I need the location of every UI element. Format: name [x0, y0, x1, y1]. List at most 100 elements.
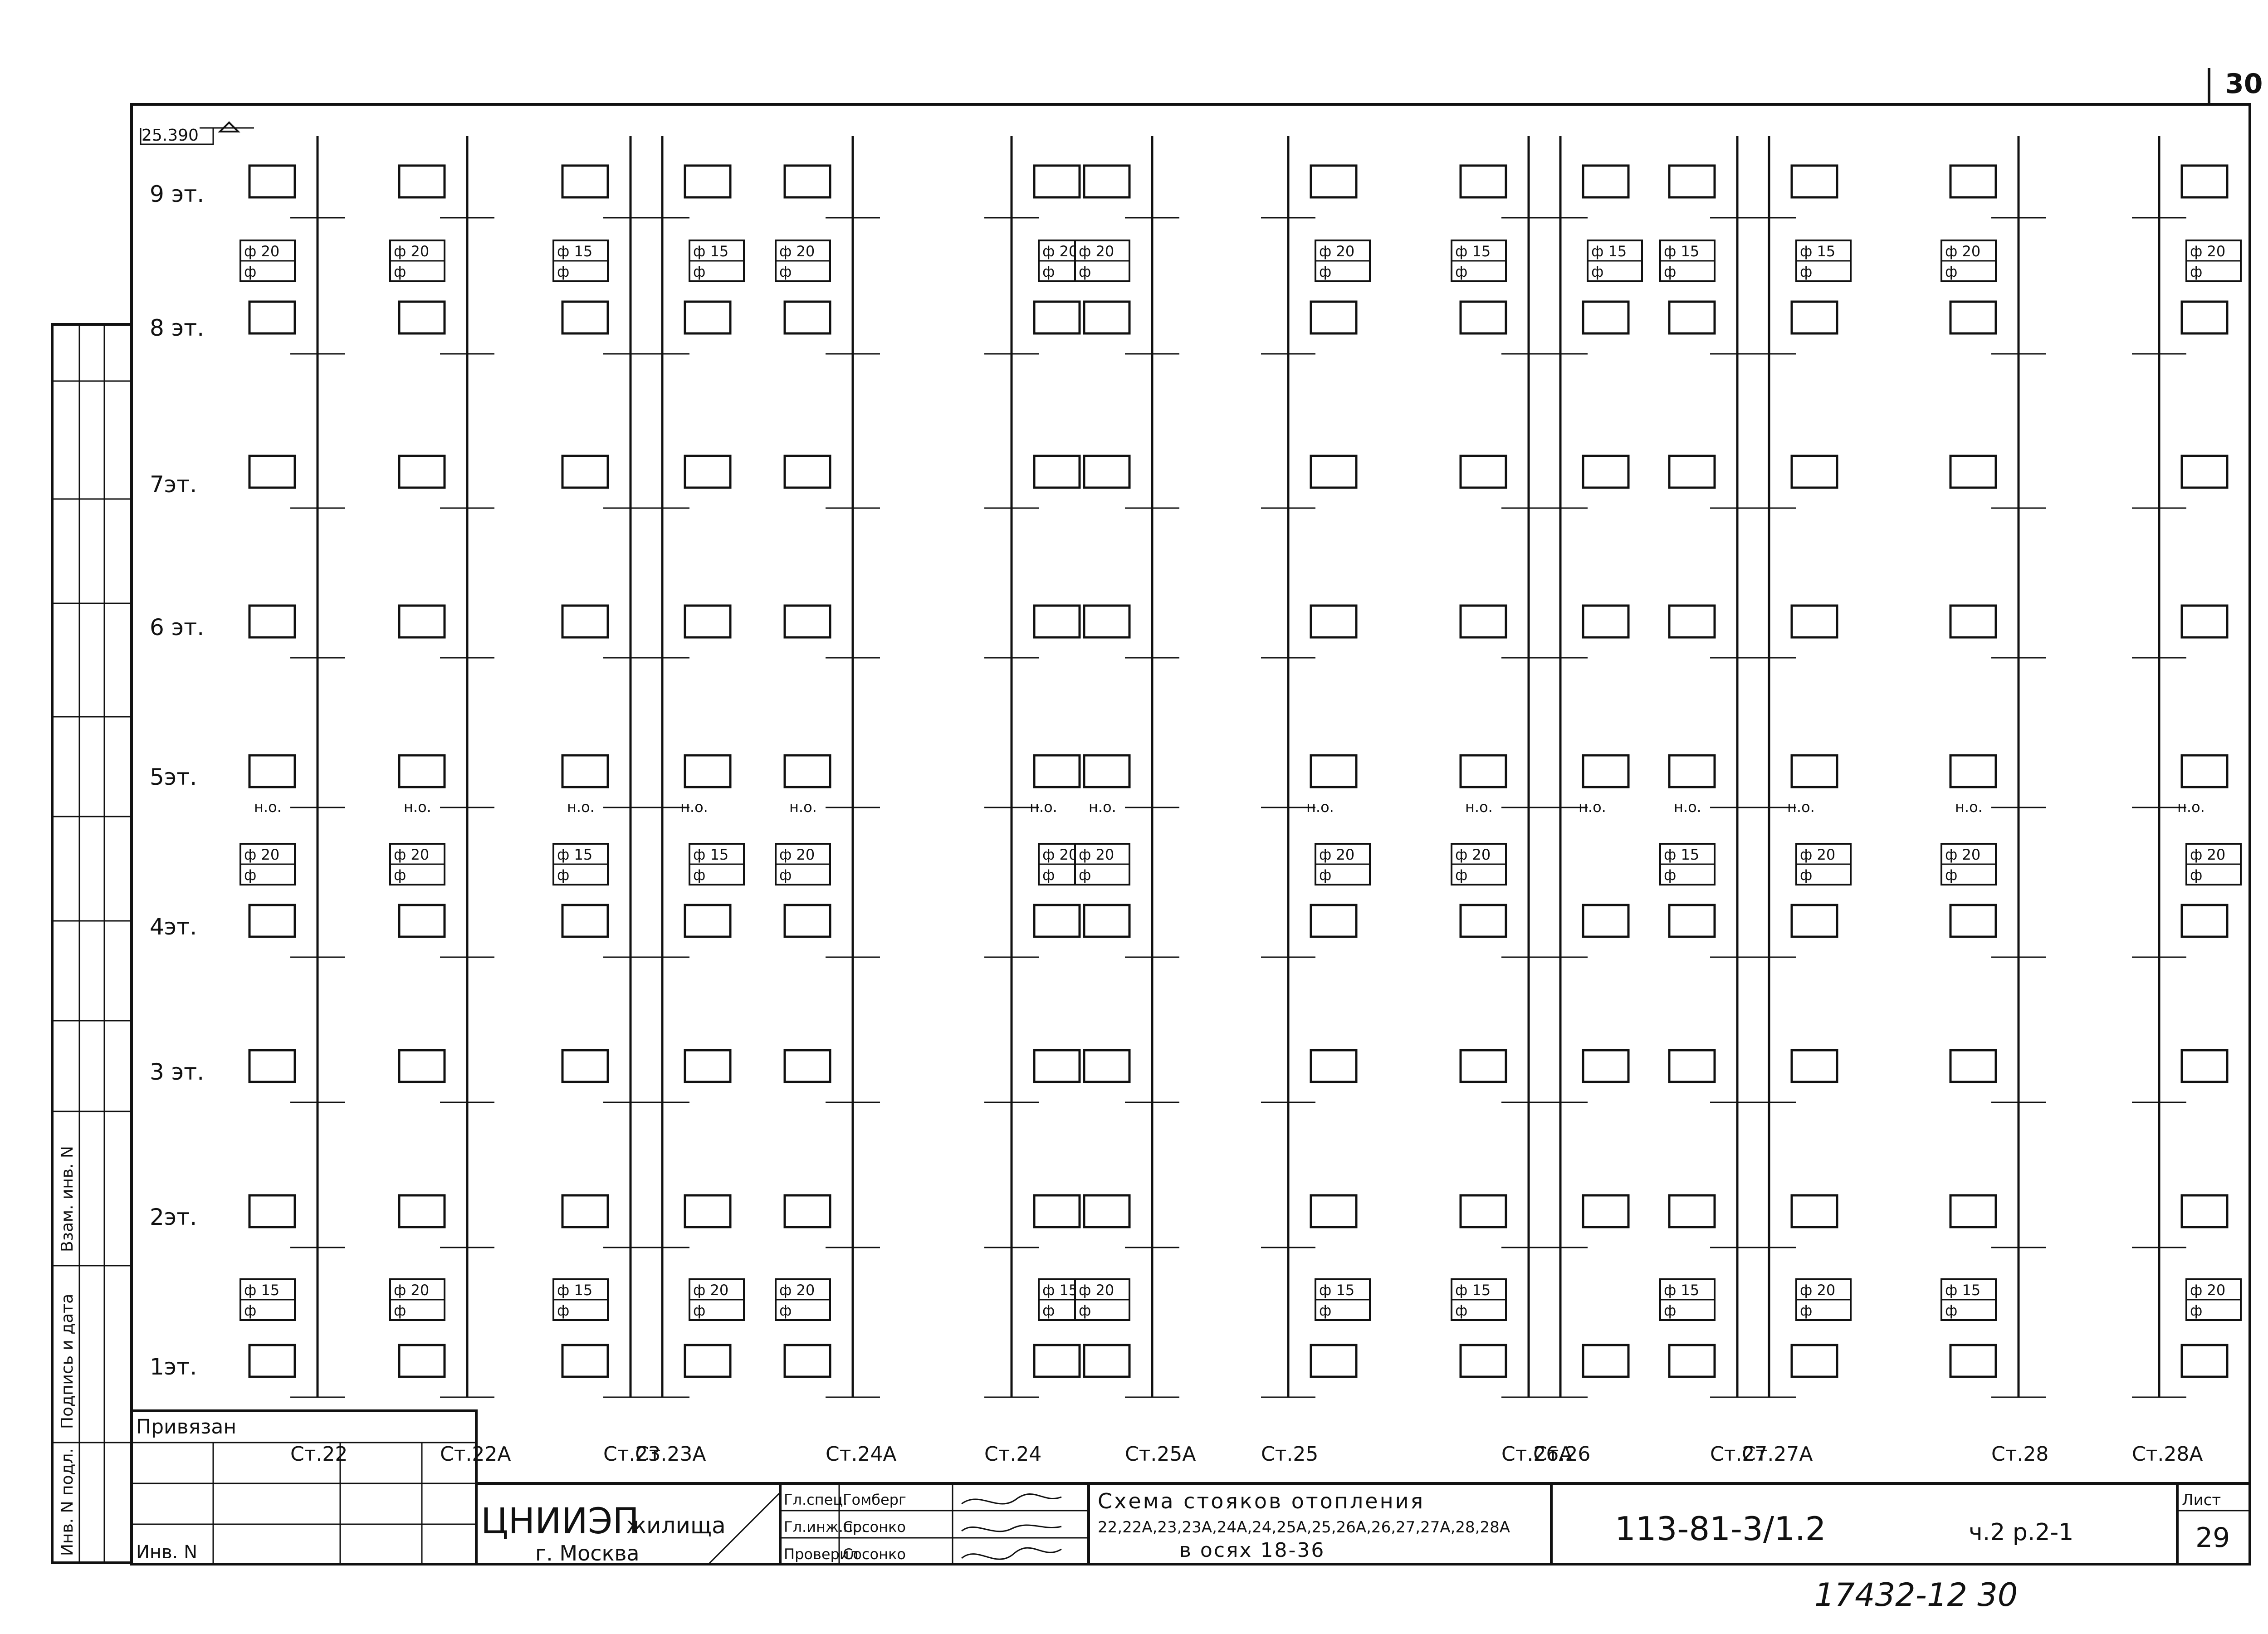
diameter-value: ф 20 — [1319, 243, 1354, 260]
radiator — [1949, 455, 1997, 489]
signature-mark — [961, 1493, 1062, 1505]
elevation-label: 25.390 — [142, 126, 199, 145]
diameter-blank: ф — [244, 866, 256, 884]
radiator — [561, 1344, 609, 1378]
diameter-tag: ф 20ф — [240, 240, 296, 282]
diameter-blank: ф — [1319, 1302, 1331, 1319]
radiator — [1668, 1344, 1716, 1378]
diameter-value: ф 15 — [1800, 243, 1835, 260]
radiator — [1459, 1344, 1507, 1378]
diameter-value: ф 15 — [557, 846, 592, 863]
diameter-tag: ф 20ф — [775, 240, 831, 282]
radiator — [1582, 300, 1630, 335]
radiator — [398, 1049, 446, 1083]
radiator — [1949, 904, 1997, 938]
radiator — [1083, 455, 1131, 489]
radiator — [1668, 455, 1716, 489]
radiator — [1668, 754, 1716, 788]
diameter-blank: ф — [557, 1302, 569, 1319]
diameter-blank: ф — [1455, 1302, 1467, 1319]
diameter-tag: ф 15ф — [240, 1278, 296, 1321]
radiator — [1582, 1049, 1630, 1083]
diameter-value: ф 15 — [693, 243, 728, 260]
radiator — [1459, 754, 1507, 788]
diameter-value: ф 20 — [1800, 846, 1835, 863]
elevation-mark: 25.390 — [140, 121, 254, 145]
radiator — [1083, 1049, 1131, 1083]
radiator — [1949, 164, 1997, 199]
radiator — [684, 1194, 732, 1228]
radiator — [1459, 455, 1507, 489]
diameter-blank: ф — [1945, 263, 1957, 280]
floor-label: 3 эт. — [150, 1059, 204, 1085]
radiator — [1310, 455, 1358, 489]
diameter-tag: ф 20ф — [2185, 1278, 2242, 1321]
no-label: н.о. — [1674, 798, 1701, 816]
riser-label: Ст.27А — [1742, 1443, 1813, 1466]
radiator — [1310, 754, 1358, 788]
riser-label: Ст.22 — [290, 1443, 347, 1466]
radiator — [248, 455, 296, 489]
diameter-blank: ф — [693, 263, 705, 280]
radiator — [1582, 604, 1630, 639]
diameter-tag: ф 20ф — [1941, 240, 1997, 282]
radiator — [1790, 1194, 1838, 1228]
diameter-blank: ф — [394, 866, 406, 884]
diameter-tag: ф 15ф — [1451, 1278, 1507, 1321]
radiator — [1790, 455, 1838, 489]
radiator — [783, 1344, 831, 1378]
diameter-blank: ф — [779, 263, 792, 280]
diameter-blank: ф — [693, 1302, 705, 1319]
radiator — [2180, 300, 2229, 335]
diameter-value: ф 20 — [394, 1282, 429, 1299]
riser-label: Ст.26 — [1533, 1443, 1590, 1466]
document-part: ч.2 р.2-1 — [1969, 1519, 2073, 1546]
signer-role: Проверил — [784, 1546, 858, 1563]
radiator — [1790, 604, 1838, 639]
diameter-value: ф 20 — [693, 1282, 728, 1299]
diameter-value: ф 20 — [1945, 846, 1980, 863]
side-stamp: Инв. N подл. Подпись и дата Взам. инв. N — [51, 323, 133, 1564]
diameter-blank: ф — [779, 1302, 792, 1319]
no-label: н.о. — [1787, 798, 1815, 816]
diameter-value: ф 20 — [779, 846, 815, 863]
diameter-value: ф 15 — [1664, 846, 1699, 863]
signer-name: Гомберг — [843, 1491, 906, 1508]
title-block: ЦНИИЭП жилища г. Москва Гл.спец. Гомберг… — [476, 1482, 2250, 1566]
diameter-value: ф 20 — [394, 243, 429, 260]
radiator — [1459, 164, 1507, 199]
radiator — [1949, 1049, 1997, 1083]
riser-label: Ст.26А — [1501, 1443, 1572, 1466]
diameter-value: ф 20 — [2190, 1282, 2225, 1299]
radiator — [1310, 300, 1358, 335]
no-label: н.о. — [1579, 798, 1606, 816]
drawing-title-axes: в осях 18-36 — [1179, 1539, 1325, 1562]
radiator — [783, 1194, 831, 1228]
sheet-corner-number: 30 — [2225, 68, 2263, 100]
radiator — [1083, 164, 1131, 199]
diameter-tag: ф 15ф — [552, 843, 609, 885]
radiator — [398, 904, 446, 938]
radiator — [561, 1194, 609, 1228]
diameter-value: ф 20 — [1042, 846, 1078, 863]
drawing-title: Схема стояков отопления — [1098, 1489, 1425, 1513]
radiator — [398, 754, 446, 788]
radiator — [561, 164, 609, 199]
signer-name: Сосонко — [843, 1518, 906, 1536]
radiator — [1083, 300, 1131, 335]
radiator — [398, 1344, 446, 1378]
radiator — [1033, 1194, 1081, 1228]
radiator — [248, 904, 296, 938]
radiator — [1790, 754, 1838, 788]
diameter-tag: ф 20ф — [1451, 843, 1507, 885]
radiator — [783, 754, 831, 788]
radiator — [1790, 1344, 1838, 1378]
diameter-value: ф 20 — [1079, 243, 1114, 260]
radiator — [2180, 604, 2229, 639]
radiator — [1582, 164, 1630, 199]
radiator — [398, 300, 446, 335]
